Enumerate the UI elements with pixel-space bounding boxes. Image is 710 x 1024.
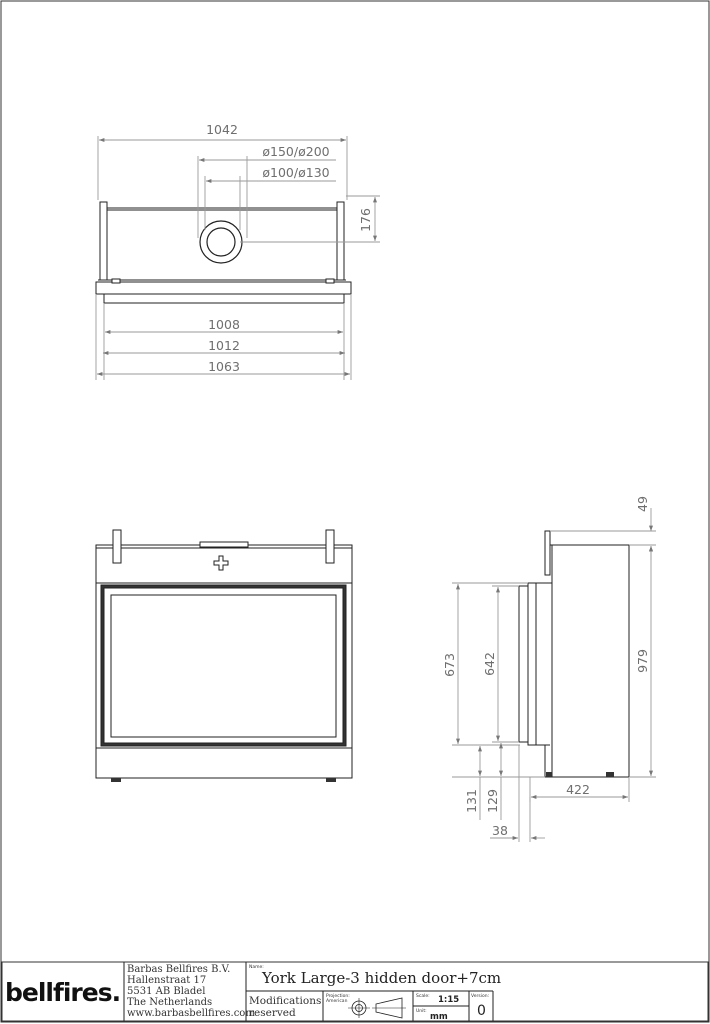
dim-side-depth: 422 [566, 782, 590, 797]
side-view: 49 979 673 642 131 129 422 38 [442, 496, 656, 842]
projection-symbol-icon [348, 997, 406, 1019]
dim-base-outer: 131 [464, 789, 479, 813]
dim-top-offset: 49 [635, 496, 650, 512]
unit-label: Unit: [416, 1008, 427, 1014]
unit-value: mm [430, 1012, 448, 1022]
scale-label: Scale: [416, 993, 430, 999]
flue-cross-mark [213, 555, 229, 571]
dim-overall-width: 1063 [208, 359, 240, 374]
dim-flue-outer: ø150/ø200 [262, 144, 329, 159]
company-line-1: Barbas Bellfires B.V. [127, 964, 230, 975]
projection-label-1: Projection: [326, 993, 350, 999]
dim-opening-inner: 642 [482, 652, 497, 676]
top-view: 1042 ø150/ø200 ø100/ø130 176 1008 1012 1… [95, 122, 380, 380]
bellfires-logo: bellfires. [5, 978, 120, 1007]
dim-top-view-height: 176 [358, 208, 373, 232]
front-view-right-post [325, 529, 335, 564]
version-label: Version: [471, 993, 489, 999]
dim-flue-inner: ø100/ø130 [262, 165, 329, 180]
side-view-body [551, 544, 630, 778]
company-line-2: Hallenstraat 17 [127, 975, 206, 986]
top-view-glass [103, 293, 345, 304]
front-view-left-post [112, 529, 122, 564]
modifications-line-2: reserved [249, 1007, 296, 1019]
modifications-line-1: Modifications [249, 995, 321, 1007]
scale-value: 1:15 [438, 995, 459, 1005]
version-value: 0 [477, 1003, 486, 1019]
top-view-left-post [99, 201, 108, 281]
name-label: Name: [249, 964, 264, 970]
top-view-front-frame [95, 281, 352, 295]
dim-frame-depth: 38 [492, 823, 508, 838]
company-line-5: www.barbasbellfires.com [127, 1008, 255, 1019]
flue-inner-circle [206, 227, 236, 257]
dim-glass-width: 1008 [208, 317, 240, 332]
door-glass [110, 594, 337, 738]
title-block: bellfires. Barbas Bellfires B.V. Hallens… [1, 961, 709, 1022]
company-line-3: 5531 AB Bladel [127, 986, 205, 997]
projection-label-2: American [326, 998, 348, 1004]
company-line-4: The Netherlands [127, 997, 212, 1008]
drawing-name: York Large-3 hidden door+7cm [261, 969, 501, 987]
dim-side-height: 979 [635, 649, 650, 673]
top-view-right-post [336, 201, 345, 281]
dim-frame-width: 1012 [208, 338, 240, 353]
front-view [95, 529, 353, 782]
dim-total-width: 1042 [206, 122, 238, 137]
dim-opening-outer: 673 [442, 653, 457, 677]
dim-base-inner: 129 [485, 789, 500, 813]
